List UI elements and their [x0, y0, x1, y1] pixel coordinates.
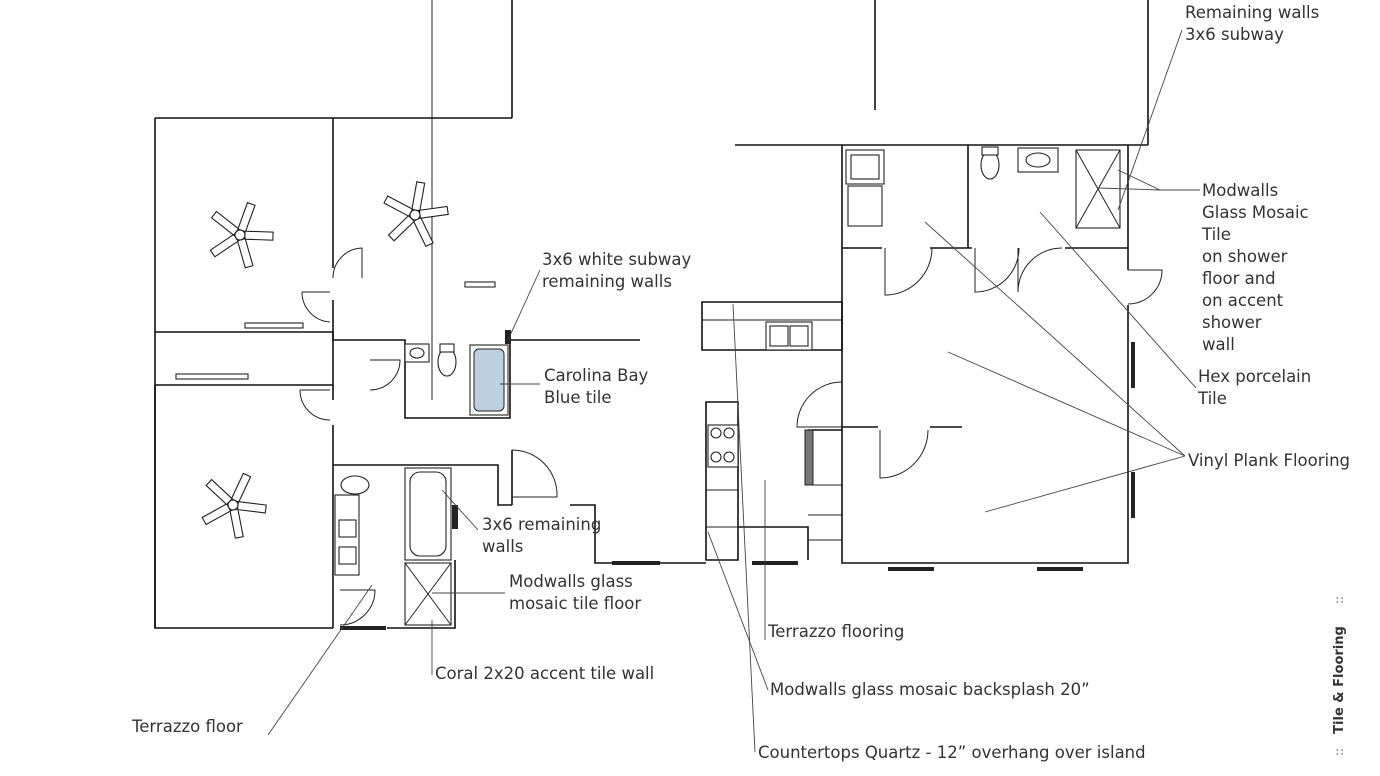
label-line: Modwalls [1202, 181, 1278, 200]
label-modwalls-backsplash: Modwalls glass mosaic backsplash 20” [770, 680, 1090, 699]
label-line: on shower [1202, 247, 1288, 266]
sidebar-mark-bottom: :: [1332, 748, 1346, 756]
sidebar-title-text: Tile & Flooring [1332, 626, 1347, 734]
label-line: on accent [1202, 291, 1284, 310]
label-line: Glass Mosaic [1202, 203, 1309, 222]
label-line: Remaining walls [1185, 3, 1319, 22]
label-line: Tile [1197, 389, 1227, 408]
windows [752, 342, 1135, 571]
label-line: Modwalls glass [509, 572, 633, 591]
label-line: 3x6 remaining [482, 515, 601, 534]
label-line: Tile [1201, 225, 1231, 244]
label-modwalls-glass-mosaic: Modwalls Glass Mosaic Tile on shower flo… [1201, 181, 1309, 354]
ceiling-fan-icon [201, 472, 267, 539]
sidebar-mark: :: [1332, 596, 1346, 604]
label-line: floor and [1202, 269, 1276, 288]
label-line: wall [1202, 335, 1235, 354]
label-3x6-remaining: 3x6 remaining walls [482, 515, 601, 556]
ceiling-fan-icon [383, 181, 449, 248]
label-line: shower [1202, 313, 1262, 332]
label-carolina-bay: Carolina Bay Blue tile [544, 366, 649, 407]
right-wing-fixtures [845, 146, 1121, 229]
label-line: mosaic tile floor [509, 594, 641, 613]
closet-shelves [175, 281, 496, 380]
label-line: walls [482, 537, 523, 556]
label-line: Blue tile [544, 388, 612, 407]
label-line: Carolina Bay [544, 366, 649, 385]
master-bath-fixtures [334, 467, 458, 626]
leader-lines [267, 29, 1200, 753]
hall-bath-fixtures [404, 343, 509, 416]
label-terrazzo-flooring: Terrazzo flooring [767, 622, 904, 641]
label-coral-accent: Coral 2x20 accent tile wall [435, 664, 654, 683]
label-remaining-walls: Remaining walls 3x6 subway [1185, 3, 1319, 44]
label-line: 3x6 white subway [542, 250, 692, 269]
left-wing-walls [154, 0, 706, 629]
label-terrazzo-floor: Terrazzo floor [131, 717, 243, 736]
label-modwalls-floor: Modwalls glass mosaic tile floor [509, 572, 641, 613]
kitchen [701, 301, 843, 561]
label-line: 3x6 subway [1185, 25, 1284, 44]
sidebar-mark-top: :: [1332, 596, 1346, 604]
label-line: Hex porcelain [1198, 367, 1311, 386]
door-swing [299, 247, 558, 626]
sidebar-mark: :: [1332, 748, 1346, 756]
label-countertops: Countertops Quartz - 12” overhang over i… [758, 743, 1146, 762]
label-line: remaining walls [542, 272, 672, 291]
label-hex-porcelain: Hex porcelain Tile [1197, 367, 1311, 408]
right-wing-walls [735, 0, 1163, 564]
ceiling-fan-icon [209, 201, 274, 269]
sidebar-title: Tile & Flooring [1332, 626, 1347, 734]
label-white-subway: 3x6 white subway remaining walls [542, 250, 692, 291]
label-vinyl-plank: Vinyl Plank Flooring [1188, 451, 1350, 470]
windows [340, 330, 660, 630]
